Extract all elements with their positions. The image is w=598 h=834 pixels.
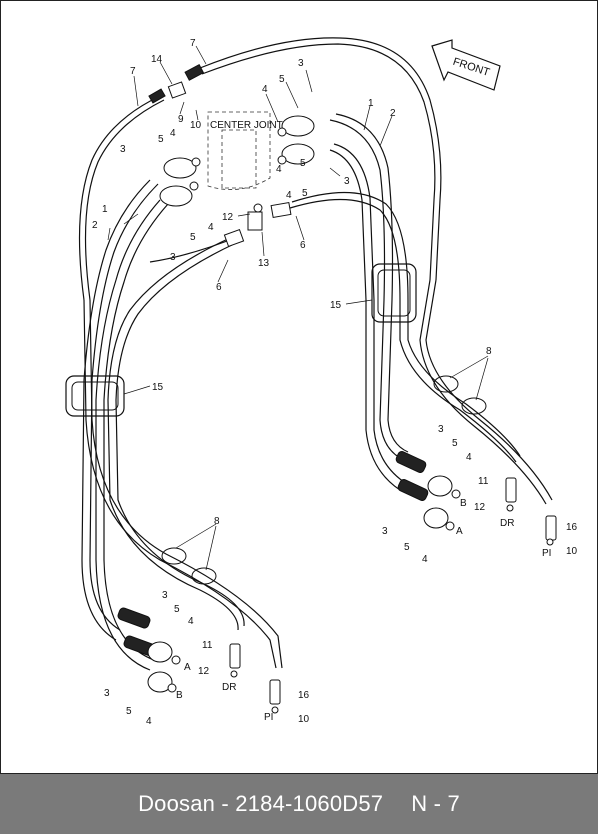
callout-3f: 3: [382, 526, 388, 537]
callout-3d: 3: [170, 252, 176, 263]
callout-7b: 7: [130, 66, 136, 77]
callout-11b: 11: [202, 640, 213, 651]
callout-4c: 4: [276, 164, 282, 175]
callout-12c: 12: [198, 666, 210, 677]
callout-labels: 7 7 14 9 10 3 5 4 1 2 3 5 4 4 5 3 5 4 1 …: [92, 38, 578, 727]
clamp-15-right: [371, 263, 417, 323]
callout-13: 13: [258, 258, 270, 269]
callout-4i: 4: [146, 716, 152, 727]
center-joint-label: CENTER JOINT: [210, 120, 283, 131]
port-a2: A: [184, 662, 191, 673]
hydraulic-hose-diagram: FRONT CENTER JOINT: [65, 37, 578, 727]
callout-4d: 4: [286, 190, 292, 201]
callout-4h: 4: [188, 616, 194, 627]
callout-5e: 5: [190, 232, 196, 243]
callout-1a: 1: [368, 98, 374, 109]
flange-fittings-bottom-right: [395, 451, 557, 546]
callout-3e: 3: [438, 424, 444, 435]
callout-14: 14: [151, 54, 163, 65]
callout-3b: 3: [120, 144, 126, 155]
port-a1: A: [456, 526, 463, 537]
callout-10b: 10: [566, 546, 578, 557]
callout-5c: 5: [300, 158, 306, 169]
callout-5g: 5: [404, 542, 410, 553]
callout-3a: 3: [298, 58, 304, 69]
callout-4f: 4: [466, 452, 472, 463]
callout-6b: 6: [216, 282, 222, 293]
port-b1: B: [460, 498, 467, 509]
callout-15b: 15: [152, 382, 164, 393]
callout-5b: 5: [158, 134, 164, 145]
callout-12b: 12: [474, 502, 486, 513]
hose-6: [149, 201, 292, 263]
callout-10c: 10: [298, 714, 310, 725]
callout-7a: 7: [190, 38, 196, 49]
hose-bundle-right: [289, 113, 553, 505]
port-pi1: PI: [542, 548, 551, 559]
callout-16b: 16: [298, 690, 310, 701]
callout-11a: 11: [478, 476, 489, 487]
callout-3c: 3: [344, 176, 350, 187]
leader-lines: [107, 45, 489, 571]
callout-2b: 2: [92, 220, 98, 231]
callout-5f: 5: [452, 438, 458, 449]
callout-4g: 4: [422, 554, 428, 565]
port-dr2: DR: [222, 682, 236, 693]
callout-10a: 10: [190, 120, 202, 131]
callout-5i: 5: [126, 706, 132, 717]
callout-16a: 16: [566, 522, 578, 533]
callout-8a: 8: [486, 346, 492, 357]
callout-12a: 12: [222, 212, 234, 223]
callout-4b: 4: [170, 128, 176, 139]
callout-4a: 4: [262, 84, 268, 95]
flange-fittings-bottom-left: [117, 607, 281, 714]
port-pi2: PI: [264, 712, 273, 723]
footer-brand: Doosan: [138, 791, 216, 816]
footer-page: N - 7: [411, 791, 460, 816]
callout-3g: 3: [162, 590, 168, 601]
front-arrow: FRONT: [431, 39, 501, 91]
center-joint: CENTER JOINT: [207, 111, 283, 190]
callout-5h: 5: [174, 604, 180, 615]
callout-5a: 5: [279, 74, 285, 85]
callout-9: 9: [178, 114, 184, 125]
callout-4e: 4: [208, 222, 214, 233]
hose-7: [78, 37, 442, 301]
callout-6a: 6: [300, 240, 306, 251]
callout-8b: 8: [214, 516, 220, 527]
port-dr1: DR: [500, 518, 514, 529]
callout-1b: 1: [102, 204, 108, 215]
callout-3h: 3: [104, 688, 110, 699]
footer-part-number: 2184-1060D57: [235, 791, 384, 816]
callout-5d: 5: [302, 188, 308, 199]
port-b2: B: [176, 690, 183, 701]
callout-2a: 2: [390, 108, 396, 119]
clamp-15-left: [65, 375, 125, 417]
flange-fittings-top: [159, 115, 315, 213]
callout-15a: 15: [330, 300, 342, 311]
hose-bundle-left: [81, 179, 283, 671]
clamp-8: [161, 375, 487, 585]
